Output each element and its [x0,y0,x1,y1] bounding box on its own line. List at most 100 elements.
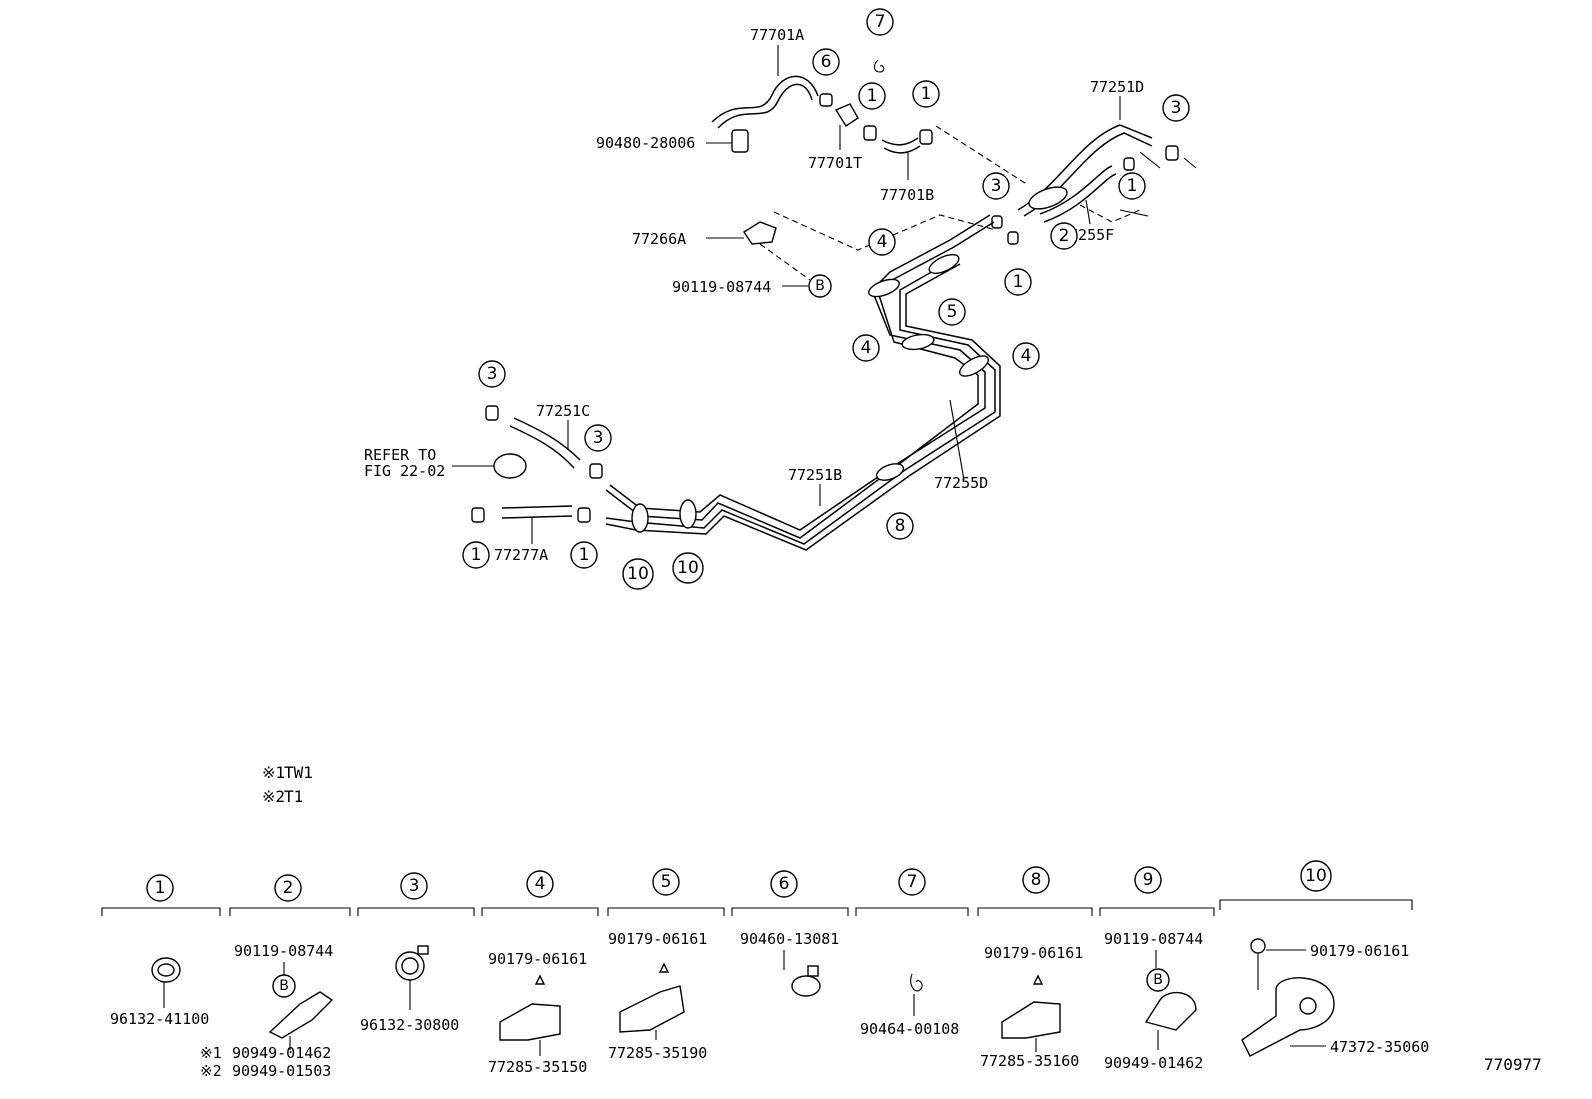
hose-77701b [881,137,919,146]
svg-text:4: 4 [535,874,546,894]
note-2-mark: ※2 [262,787,285,806]
callouts: 7 6 1 1 3 3 1 2 4 1 5 4 4 3 3 8 1 1 10 1… [462,8,1190,590]
legend-callout-2[interactable]: 2 [274,874,302,902]
callout-1[interactable]: 1 [1118,172,1146,200]
callout-1[interactable]: 1 [912,80,940,108]
label-77701t: 77701T [808,154,862,172]
legend-3-part-1: 96132-30800 [360,1016,459,1034]
callout-b[interactable]: B [808,274,832,298]
upper-assembly: 90480-28006 77701A 77701T 77701B 77266A … [596,26,1197,296]
legend-callout-7[interactable]: 7 [898,868,926,896]
clip-77285-35190 [619,985,685,1033]
callout-7[interactable]: 7 [866,8,894,36]
clamp-90949-01462 [1144,991,1197,1031]
valve-77701t [834,103,859,127]
svg-text:5: 5 [661,872,672,892]
legend-1-part-1: 96132-41100 [110,1010,209,1028]
svg-text:3: 3 [593,428,604,448]
svg-text:10: 10 [1305,866,1327,886]
legend-callout-10[interactable]: 10 [1300,860,1332,892]
pipe-77255f [1039,165,1113,215]
label-77251b: 77251B [788,466,842,484]
callout-4[interactable]: 4 [852,334,880,362]
figure-id: 770977 [1484,1055,1542,1074]
callout-1[interactable]: 1 [1004,268,1032,296]
svg-text:1: 1 [155,878,166,898]
legend-8-part-2: 77285-35160 [980,1052,1079,1070]
callout-6[interactable]: 6 [812,48,840,76]
svg-text:3: 3 [1171,98,1182,118]
hook-90464-00108 [910,973,923,992]
svg-text:2: 2 [283,878,294,898]
label-77266a: 77266A [632,230,686,248]
svg-text:7: 7 [907,872,918,892]
pipe-77251b [609,214,991,531]
svg-text:2: 2 [1059,226,1070,246]
legend-4-part-1: 90179-06161 [488,950,587,968]
bracket-90949 [268,991,334,1039]
label-77251c: 77251C [536,402,590,420]
legend-callout-8[interactable]: 8 [1022,866,1050,894]
label-77251d: 77251D [1090,78,1144,96]
callout-1[interactable]: 1 [858,82,886,110]
svg-text:4: 4 [877,232,888,252]
hose-77251c [513,417,581,461]
legend: 1 2 3 4 5 6 7 8 9 10 96132-41100 90119-0… [101,860,1429,1080]
hook-7-part [873,59,885,73]
svg-text:7: 7 [875,12,886,32]
legend-callout-6[interactable]: 6 [770,870,798,898]
legend-4-part-2: 77285-35150 [488,1058,587,1076]
svg-text:8: 8 [1031,870,1042,890]
legend-2-mark-1: ※1 [200,1044,222,1062]
label-77701a: 77701A [750,26,804,44]
legend-2-part-1: 90119-08744 [234,942,333,960]
clamp-refer [493,453,527,479]
svg-text:10: 10 [677,558,699,578]
callout-3[interactable]: 3 [584,424,612,452]
legend-2-b-mark: B [272,974,296,998]
svg-text:4: 4 [1021,346,1032,366]
legend-callout-5[interactable]: 5 [652,868,680,896]
clip-77285-35150 [499,1003,561,1041]
label-77277a: 77277A [494,546,548,564]
callout-4[interactable]: 4 [1012,342,1040,370]
legend-9-part-1: 90119-08744 [1104,930,1203,948]
notes: ※1 TW1 ※2 T1 [262,763,313,806]
callout-2[interactable]: 2 [1050,222,1078,250]
legend-2-part-2: 90949-01462 [232,1044,331,1062]
svg-text:6: 6 [779,874,790,894]
label-77255d: 77255D [934,474,988,492]
svg-text:10: 10 [627,564,649,584]
label-90480-28006: 90480-28006 [596,134,695,152]
callout-3[interactable]: 3 [478,360,506,388]
label-77701b: 77701B [880,186,934,204]
clamp-6-part [819,93,833,107]
dashed-link-top [935,125,1029,186]
legend-callout-9[interactable]: 9 [1134,866,1162,894]
svg-text:5: 5 [947,302,958,322]
bracket-77266a [743,221,777,245]
callout-4[interactable]: 4 [868,228,896,256]
callout-10[interactable]: 10 [672,552,704,584]
legend-callout-1[interactable]: 1 [146,874,174,902]
callout-3[interactable]: 3 [982,172,1010,200]
callout-3[interactable]: 3 [1162,94,1190,122]
legend-6-part-1: 90460-13081 [740,930,839,948]
svg-text:1: 1 [1127,176,1138,196]
svg-text:3: 3 [991,176,1002,196]
callout-10[interactable]: 10 [622,558,654,590]
clip-77285-35160 [1001,1001,1061,1039]
svg-text:B: B [815,278,825,294]
callout-8[interactable]: 8 [886,512,914,540]
svg-text:6: 6 [821,52,832,72]
clamp-90460-13081 [791,975,821,997]
callout-5[interactable]: 5 [938,298,966,326]
legend-callout-4[interactable]: 4 [526,870,554,898]
isolator-47372-35060 [1241,977,1335,1057]
callout-1[interactable]: 1 [570,541,598,569]
callout-1[interactable]: 1 [462,541,490,569]
legend-callout-3[interactable]: 3 [400,872,428,900]
legend-5-part-2: 77285-35190 [608,1044,707,1062]
grommet-90480 [731,129,749,153]
svg-text:3: 3 [487,364,498,384]
